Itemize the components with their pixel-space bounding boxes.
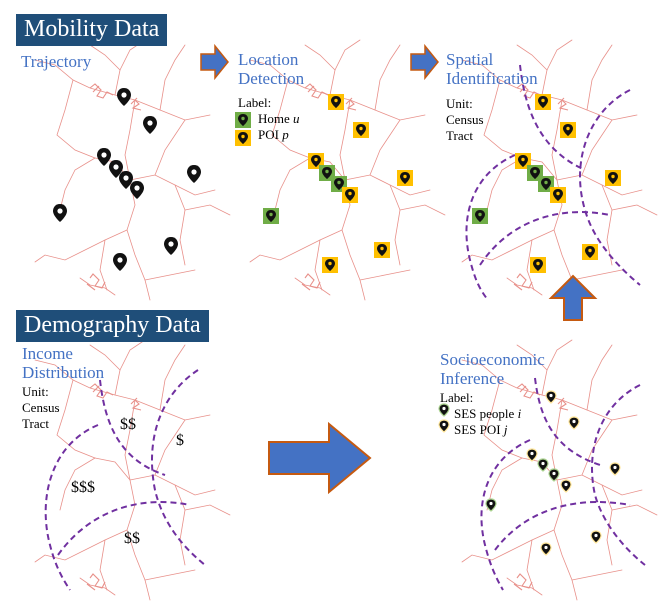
unit-line-1: Unit: bbox=[22, 384, 49, 399]
unit-line-2: Census bbox=[22, 400, 60, 415]
socioeconomic-inference-title: Socioeconomic Inference bbox=[440, 350, 545, 388]
title-line-1: Income bbox=[22, 344, 73, 363]
legend-title: Label: bbox=[440, 390, 474, 405]
title-line-2: Detection bbox=[238, 69, 305, 88]
unit-line-1: Unit: bbox=[446, 96, 473, 111]
home-var: u bbox=[293, 111, 300, 126]
arrow-right-icon bbox=[268, 421, 372, 495]
title-line-2: Inference bbox=[440, 369, 505, 388]
legend-ses-people: SES people i bbox=[440, 406, 521, 422]
income-label-top: $$ bbox=[120, 416, 136, 433]
income-label-left: $$$ bbox=[71, 479, 95, 496]
spatial-identification-title: Spatial Identification bbox=[446, 50, 538, 88]
legend-home: Home u bbox=[238, 111, 300, 127]
trajectory-label: Trajectory bbox=[21, 52, 92, 71]
poi-var: p bbox=[282, 127, 289, 142]
location-detection-title: Location Detection bbox=[238, 50, 304, 88]
spatial-tract-borders bbox=[465, 64, 641, 301]
ses-people-label: SES people bbox=[454, 406, 515, 421]
arrow-up-icon bbox=[548, 274, 598, 321]
income-label-bottom: $$ bbox=[124, 530, 140, 547]
income-tract-borders bbox=[44, 369, 206, 591]
poi-label: POI bbox=[258, 127, 279, 142]
income-label-right: $ bbox=[176, 432, 184, 449]
title-line-1: Spatial bbox=[446, 50, 494, 69]
socio-legend: Label: SES people i SES POI j bbox=[440, 390, 521, 438]
socio-tract-borders bbox=[480, 377, 646, 591]
trajectory-map bbox=[34, 39, 231, 301]
unit-line-3: Tract bbox=[22, 416, 49, 431]
title-line-1: Socioeconomic bbox=[440, 350, 545, 369]
spatial-unit: Unit: Census Tract bbox=[446, 96, 484, 144]
arrow-right-icon bbox=[200, 43, 229, 81]
mobility-data-banner: Mobility Data bbox=[16, 14, 168, 46]
trajectory-pins bbox=[53, 88, 201, 271]
ses-people-var: i bbox=[517, 406, 522, 421]
legend-poi: POI p bbox=[238, 127, 300, 143]
income-distribution-title: Income Distribution bbox=[22, 344, 104, 382]
unit-line-3: Tract bbox=[446, 128, 473, 143]
title-line-2: Distribution bbox=[22, 363, 105, 382]
unit-line-2: Census bbox=[446, 112, 484, 127]
ses-poi-label: SES POI bbox=[454, 422, 501, 437]
legend-title: Label: bbox=[238, 95, 272, 110]
home-label: Home bbox=[258, 111, 290, 126]
income-unit: Unit: Census Tract bbox=[22, 384, 60, 432]
ses-poi-var: j bbox=[503, 422, 508, 437]
demography-data-banner: Demography Data bbox=[16, 310, 209, 342]
title-line-1: Location bbox=[238, 50, 299, 69]
legend-ses-poi: SES POI j bbox=[440, 422, 521, 438]
arrow-right-icon bbox=[410, 43, 439, 81]
location-legend: Label: Home u POI p bbox=[238, 95, 300, 143]
title-line-2: Identification bbox=[446, 69, 538, 88]
